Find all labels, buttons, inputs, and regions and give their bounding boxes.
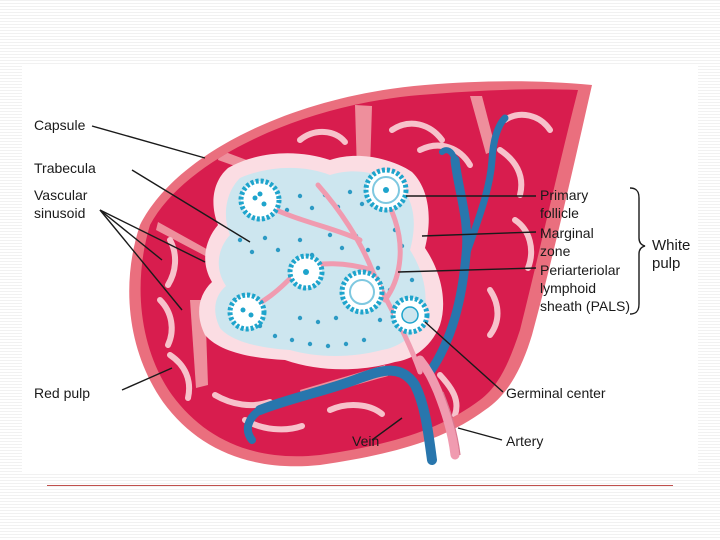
label-artery: Artery xyxy=(506,433,543,449)
follicle-left-lower xyxy=(230,295,264,329)
label-primary-follicle-line1: Primary xyxy=(540,187,588,203)
label-primary-follicle-line2: follicle xyxy=(540,205,579,221)
label-capsule: Capsule xyxy=(34,117,86,133)
label-trabecula: Trabecula xyxy=(34,160,96,176)
germinal-center-follicle xyxy=(393,298,427,332)
label-red-pulp: Red pulp xyxy=(34,385,90,401)
bottom-divider xyxy=(47,485,673,486)
label-marginal-zone-line2: zone xyxy=(540,243,571,259)
label-vascular-sinusoid: Vascular sinusoid xyxy=(34,187,91,221)
label-pals: Periarteriolar lymphoid sheath (PALS) xyxy=(540,262,630,314)
label-white-pulp-line2: pulp xyxy=(652,255,680,272)
primary-follicle xyxy=(366,170,406,210)
label-pals-line2: lymphoid xyxy=(540,280,596,296)
label-vein: Vein xyxy=(352,433,379,449)
label-marginal-zone-line1: Marginal xyxy=(540,225,594,241)
label-vascular-sinusoid-line2: sinusoid xyxy=(34,205,85,221)
label-white-pulp-line1: White xyxy=(652,237,690,254)
label-white-pulp: White pulp xyxy=(652,237,695,272)
label-germinal-center: Germinal center xyxy=(506,385,606,401)
label-pals-line1: Periarteriolar xyxy=(540,262,620,278)
follicle-center-right xyxy=(342,272,382,312)
label-pals-line3: sheath (PALS) xyxy=(540,298,630,314)
label-vascular-sinusoid-line1: Vascular xyxy=(34,187,88,203)
follicle-center xyxy=(290,256,322,288)
follicle-left-upper xyxy=(241,181,279,219)
